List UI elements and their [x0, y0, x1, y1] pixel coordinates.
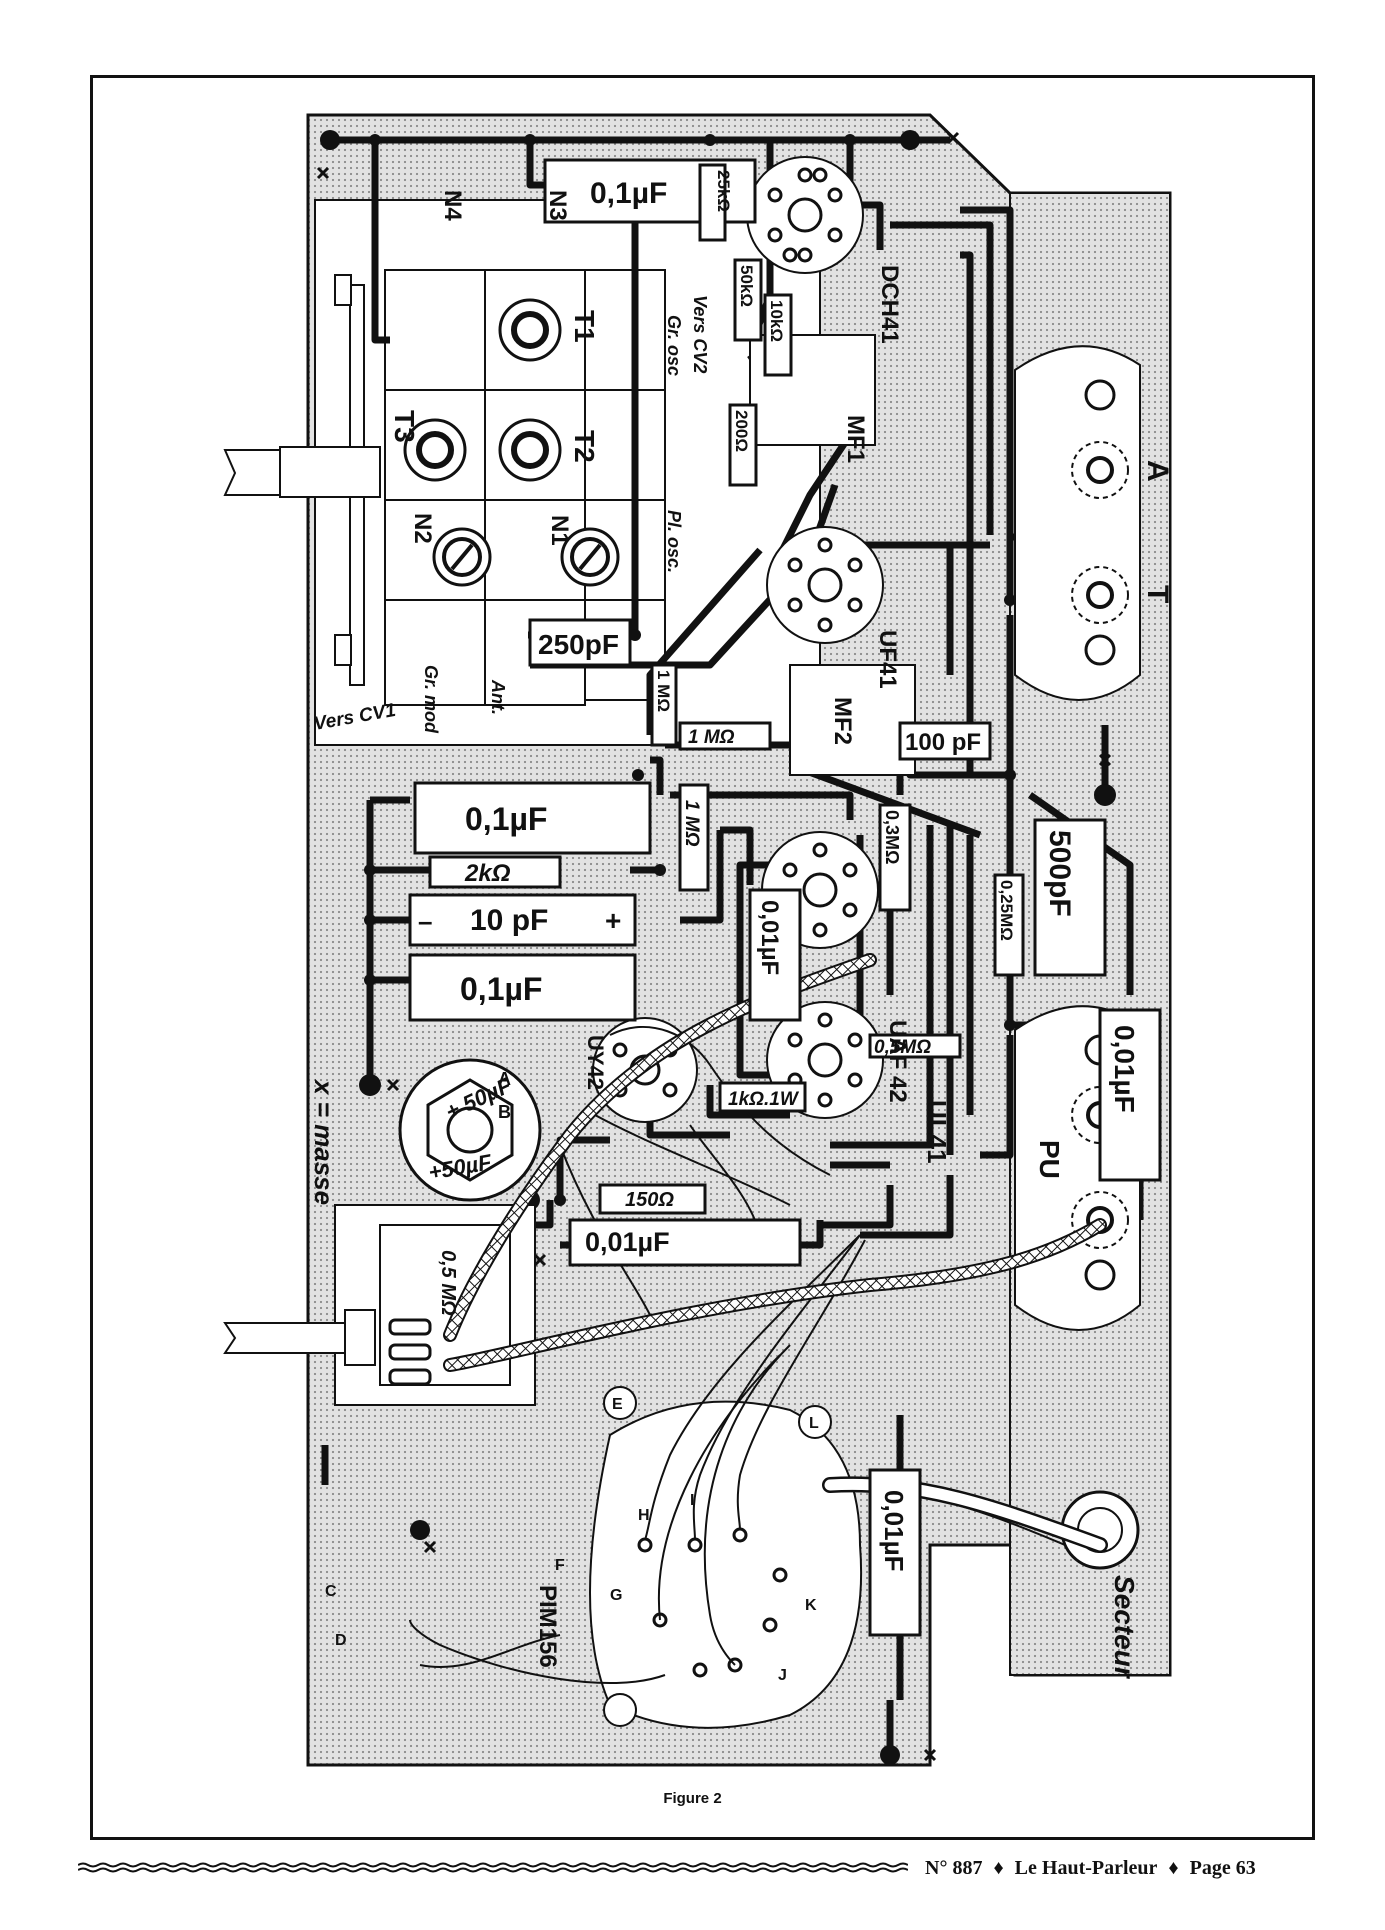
flexible-wires: [409, 1026, 1066, 1684]
label-speaker: PIM156: [534, 1585, 561, 1668]
label-cap-01-b: 0,1µF: [460, 971, 542, 1007]
label-cap-10pf: 10 pF: [470, 904, 548, 937]
trimmer-t1: [498, 298, 562, 362]
label-terminal-a: A: [1141, 460, 1174, 482]
label-pin-e: E: [612, 1396, 623, 1413]
label-tube-dch41: DCH41: [876, 265, 903, 344]
label-tube-uy42: UY42: [583, 1035, 608, 1090]
label-plus: +: [605, 905, 621, 936]
label-res-03m: 0,3MΩ: [882, 810, 902, 864]
label-cap-01-a: 0,1µF: [465, 801, 547, 837]
label-cap-500pf: 500pF: [1043, 830, 1076, 917]
label-pin-l: L: [809, 1415, 819, 1432]
label-secteur: Secteur: [1109, 1575, 1140, 1680]
label-terminal-t: T: [1141, 585, 1174, 603]
label-gr-osc: Gr. osc: [664, 315, 684, 376]
label-cap-100pf: 100 pF: [905, 729, 981, 756]
tube-socket-dch41: [746, 156, 864, 274]
label-t2: T2: [569, 430, 600, 463]
label-pu: PU: [1034, 1140, 1065, 1179]
label-pin-j: J: [778, 1667, 787, 1684]
label-pin-c: C: [325, 1583, 337, 1600]
label-n1: N1: [546, 515, 573, 546]
label-n2: N2: [409, 513, 436, 544]
label-pin-h: H: [638, 1507, 650, 1524]
label-t3: T3: [389, 410, 420, 443]
trimmer-t3: [403, 418, 467, 482]
label-n3: N3: [544, 190, 571, 221]
label-pin-k: K: [805, 1597, 817, 1614]
label-res-1k: 1kΩ.1W: [728, 1089, 800, 1110]
footer-wavy-rule: [78, 1862, 908, 1873]
label-res-10k: 10kΩ: [767, 300, 786, 342]
label-terminal-a-small: A: [498, 1069, 511, 1089]
label-cap-top: 0,1µF: [590, 177, 667, 210]
label-vers-cv2: Vers CV2: [690, 295, 710, 373]
label-res-25k: 25kΩ: [714, 170, 733, 212]
label-cap-001-b: 0,01µF: [1109, 1025, 1140, 1113]
trimmer-n1: [560, 527, 620, 587]
label-res-1m-b: 1 MΩ: [688, 727, 735, 748]
label-ant: Ant.: [488, 679, 508, 715]
label-cap-001-d: 0,01µF: [879, 1490, 909, 1571]
label-res-025m: 0,25MΩ: [997, 880, 1016, 941]
ground-markers: [316, 131, 1112, 1762]
tube-socket-uf41: [766, 526, 884, 644]
electrolytic-capacitor: [398, 1058, 542, 1202]
label-pl-osc: Pl. osc.: [664, 510, 684, 573]
label-res-150: 150Ω: [625, 1189, 674, 1211]
label-mf1: MF1: [842, 415, 869, 463]
footer-separator-2: ♦: [1168, 1857, 1179, 1879]
footer-magazine: Le Haut-Parleur: [1014, 1857, 1158, 1879]
if-transformer-mf2: [789, 664, 916, 776]
figure-caption: Figure 2: [663, 1790, 722, 1807]
label-res-2k: 2kΩ: [464, 860, 511, 887]
label-res-1m-a: 1 MΩ: [654, 670, 673, 712]
figure-frame: [90, 75, 1315, 1840]
label-pin-f: F: [555, 1557, 565, 1574]
label-mf2: MF2: [829, 697, 856, 745]
label-res-50k: 50kΩ: [737, 265, 756, 307]
label-n4: N4: [439, 190, 466, 221]
trimmer-n2: [432, 527, 492, 587]
label-cap-001-c: 0,01µF: [585, 1227, 670, 1257]
label-res-1m-c: 1 MΩ: [681, 800, 702, 847]
label-masse: x = masse: [309, 1078, 339, 1205]
component-bodies: [408, 158, 1162, 1637]
label-cap-250pf: 250pF: [538, 629, 619, 660]
label-pin-i: I: [690, 1492, 694, 1509]
label-cap-001-a: 0,01µF: [756, 900, 783, 975]
footer-page: Page 63: [1189, 1857, 1256, 1879]
label-t1: T1: [569, 310, 600, 343]
label-tube-uf41: UF41: [874, 630, 901, 689]
label-pin-g: G: [610, 1587, 622, 1604]
label-minus: –: [418, 906, 432, 936]
text-labels: 0,1µF 25kΩ N4 N3 T1 T2 T3 N1 N2 Gr. osc …: [309, 170, 1174, 1684]
volume-potentiometer: [223, 1204, 536, 1406]
page-footer: N° 887 ♦ Le Haut-Parleur ♦ Page 63: [925, 1857, 1262, 1880]
footer-issue: N° 887: [925, 1857, 983, 1879]
terminal-block-a-t: [1014, 345, 1141, 701]
label-pot-05m: 0,5 MΩ: [437, 1250, 459, 1316]
wiring-diagram: 0,1µF 25kΩ N4 N3 T1 T2 T3 N1 N2 Gr. osc …: [223, 113, 1174, 1767]
label-terminal-b-small: B: [498, 1102, 511, 1122]
label-res-05m: 0,5MΩ: [874, 1037, 931, 1058]
trimmer-t2: [498, 418, 562, 482]
label-tube-ul41: UL41: [922, 1100, 952, 1164]
label-res-200: 200Ω: [732, 410, 751, 452]
footer-separator-1: ♦: [993, 1857, 1004, 1879]
label-gr-mod: Gr. mod: [421, 665, 441, 734]
label-tube-uaf42: UAF 42: [884, 1020, 911, 1103]
label-pin-d: D: [335, 1632, 347, 1649]
speaker-socket: [589, 1386, 863, 1729]
